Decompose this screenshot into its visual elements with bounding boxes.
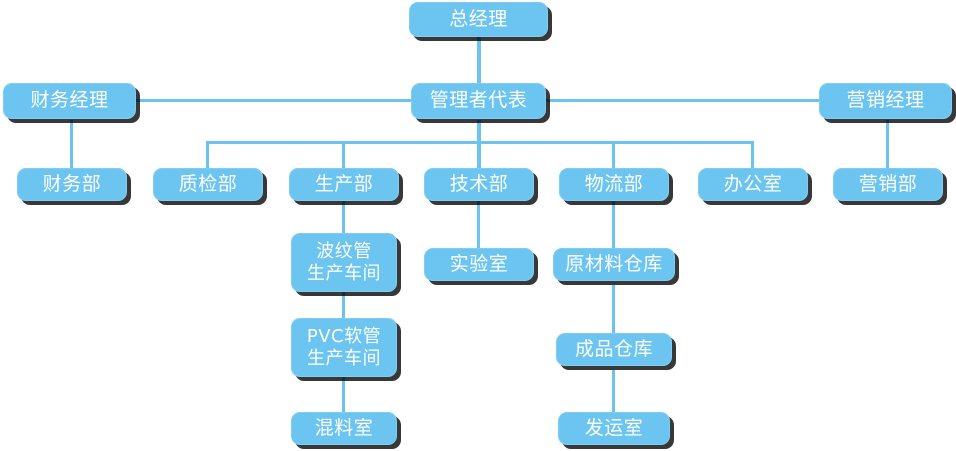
- connector-production-to-corrugated: [342, 200, 345, 234]
- node-finance-manager[interactable]: 财务经理: [3, 83, 136, 119]
- connector-finished-warehouse-to-shipping: [612, 370, 615, 412]
- node-quality-department[interactable]: 质检部: [153, 168, 263, 201]
- connector-level2-horizontal-left: [135, 99, 420, 102]
- connector-gm-to-rep: [477, 36, 481, 100]
- node-technology-department[interactable]: 技术部: [424, 168, 534, 201]
- connector-level2-horizontal-right: [539, 99, 821, 102]
- node-logistics-department[interactable]: 物流部: [559, 168, 669, 201]
- connector-technology-to-lab: [477, 200, 480, 248]
- node-marketing-department[interactable]: 营销部: [833, 168, 943, 201]
- connector-level3-bus: [206, 141, 754, 144]
- node-laboratory[interactable]: 实验室: [424, 248, 534, 281]
- connector-bus-to-production: [342, 141, 345, 170]
- node-corrugated-pipe-workshop[interactable]: 波纹管 生产车间: [291, 233, 397, 292]
- node-raw-material-warehouse[interactable]: 原材料仓库: [553, 248, 675, 281]
- node-finished-goods-warehouse[interactable]: 成品仓库: [556, 333, 672, 366]
- connector-marketing-manager-to-dept: [886, 120, 889, 170]
- connector-logistics-to-raw-warehouse: [612, 200, 615, 248]
- node-mixing-room[interactable]: 混料室: [291, 412, 397, 445]
- node-management-representative[interactable]: 管理者代表: [411, 83, 546, 119]
- connector-bus-to-technology: [477, 141, 480, 170]
- node-production-department[interactable]: 生产部: [289, 168, 399, 201]
- connector-corrugated-to-pvc: [342, 292, 345, 318]
- connector-bus-to-quality: [206, 141, 209, 170]
- connector-bus-to-logistics: [612, 141, 615, 170]
- connector-bus-to-office: [751, 141, 754, 170]
- connector-pvc-to-mixing: [342, 377, 345, 412]
- node-marketing-manager[interactable]: 营销经理: [819, 83, 952, 119]
- node-general-manager[interactable]: 总经理: [409, 2, 548, 37]
- node-finance-department[interactable]: 财务部: [17, 168, 127, 201]
- connector-finance-manager-to-dept: [70, 120, 73, 170]
- connector-raw-to-finished-warehouse: [612, 285, 615, 333]
- node-office[interactable]: 办公室: [698, 168, 808, 201]
- node-pvc-hose-workshop[interactable]: PVC软管 生产车间: [291, 318, 397, 377]
- node-shipping-room[interactable]: 发运室: [558, 412, 670, 445]
